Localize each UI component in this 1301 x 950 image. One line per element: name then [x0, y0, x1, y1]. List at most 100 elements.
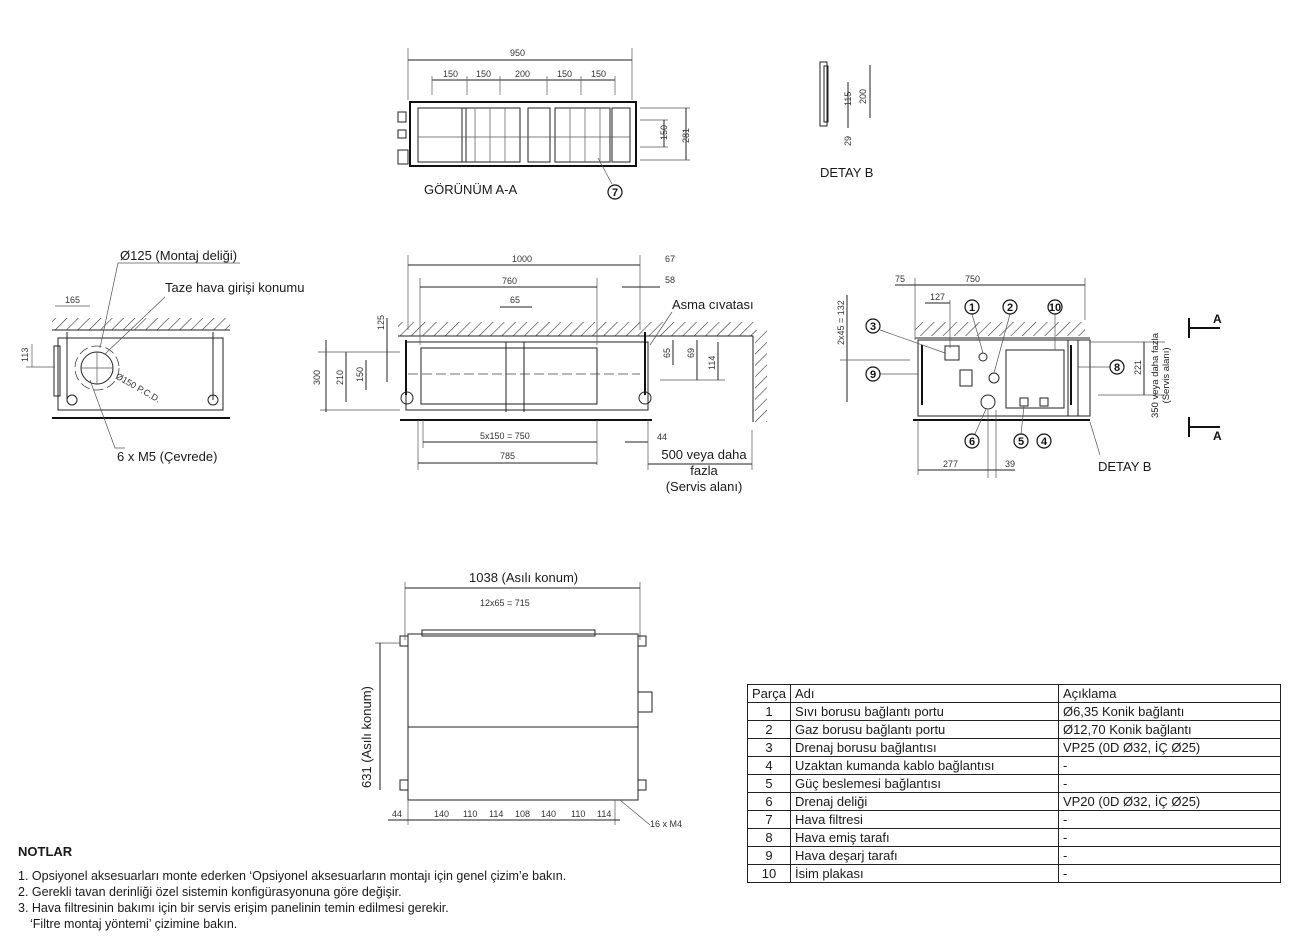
screws-m4-label: 16 x M4 — [650, 819, 682, 829]
balloon-7-label: 7 — [612, 187, 618, 199]
dim-12x65: 12x65 = 715 — [480, 598, 530, 608]
bdim-4: 114 — [489, 809, 503, 819]
cell: - — [1057, 846, 1282, 865]
cell: Ø6,35 Konik bağlantı — [1057, 702, 1282, 721]
cell: Güç beslemesi bağlantısı — [789, 774, 1059, 793]
mounting-hole-label: Ø125 (Montaj deliği) — [120, 248, 238, 263]
note-2: 2. Gerekli tavan derinliği özel sistemin… — [18, 885, 402, 899]
cell: Drenaj borusu bağlantısı — [789, 738, 1059, 757]
bottom-width-label: 1038 (Asılı konum) — [469, 570, 579, 585]
dim-760: 760 — [502, 276, 517, 286]
cell: 7 — [747, 810, 791, 829]
balloon-9: 9 — [870, 369, 876, 381]
cell: 2 — [747, 720, 791, 739]
dim-sub-1: 150 — [443, 69, 458, 79]
balloon-4: 4 — [1041, 436, 1048, 448]
bdim-3: 110 — [463, 809, 477, 819]
dim-300: 300 — [312, 370, 322, 385]
cell: Uzaktan kumanda kablo bağlantısı — [789, 756, 1059, 775]
cell: 8 — [747, 828, 791, 847]
dim-1000: 1000 — [512, 254, 532, 264]
cell: VP25 (0D Ø32, İÇ Ø25) — [1057, 738, 1282, 757]
cell: 3 — [747, 738, 791, 757]
cell: 1 — [747, 702, 791, 721]
dim-67: 67 — [665, 254, 675, 264]
cell: Hava deşarj tarafı — [789, 846, 1059, 865]
service-line-2: fazla — [690, 463, 718, 478]
cell: - — [1057, 864, 1282, 883]
cell: 5 — [747, 774, 791, 793]
detail-b-callout: DETAY B — [1098, 459, 1152, 474]
section-mark-a-top: A — [1213, 312, 1222, 326]
balloon-5: 5 — [1018, 436, 1024, 448]
cell: İsim plakası — [789, 864, 1059, 883]
dim-2x45: 2x45 = 132 — [836, 300, 846, 345]
cell: Gaz borusu bağlantı portu — [789, 720, 1059, 739]
cell: Hava filtresi — [789, 810, 1059, 829]
header-name: Adı — [789, 684, 1059, 703]
dim-39: 39 — [1005, 459, 1015, 469]
right-service-label: 350 veya daha fazla (Servis alanı) — [1150, 333, 1172, 418]
dim-750: 750 — [965, 274, 980, 284]
note-3-cont: ‘Filtre montaj yöntemi’ çizimine bakın. — [30, 917, 238, 931]
bdim-6: 140 — [541, 809, 556, 819]
cell: 9 — [747, 846, 791, 865]
detail-dim-200: 200 — [858, 89, 868, 104]
cell: - — [1057, 774, 1282, 793]
side-right-view: 75 750 127 2x45 = 132 221 A A 277 39 1 2… — [836, 274, 1222, 478]
view-aa-title: GÖRÜNÜM A-A — [424, 182, 518, 197]
dim-r69: 69 — [686, 348, 696, 358]
bottom-height-label: 631 (Asılı konum) — [359, 686, 374, 788]
detail-b-title: DETAY B — [820, 165, 874, 180]
dim-210: 210 — [335, 370, 345, 385]
note-3: 3. Hava filtresinin bakımı için bir serv… — [18, 901, 449, 915]
service-line-3: (Servis alanı) — [665, 479, 743, 494]
dim-sub-2: 150 — [476, 69, 491, 79]
bottom-view: 12x65 = 715 44 140 110 114 108 140 110 1… — [375, 582, 682, 829]
balloon-10: 10 — [1049, 302, 1061, 314]
header-part: Parça — [747, 684, 791, 703]
cell: Sıvı borusu bağlantı portu — [789, 702, 1059, 721]
detail-dim-115: 115 — [843, 92, 853, 106]
dim-r114: 114 — [707, 356, 717, 370]
balloon-3: 3 — [870, 321, 876, 333]
balloon-8: 8 — [1114, 362, 1120, 374]
view-aa: 950 150 150 200 150 150 150 281 7 — [397, 48, 691, 200]
dim-127: 127 — [930, 292, 945, 302]
front-view: 1000 67 760 58 65 300 210 150 125 65 69 … — [312, 254, 767, 470]
cell: Hava emiş tarafı — [789, 828, 1059, 847]
cell: VP20 (0D Ø32, İÇ Ø25) — [1057, 792, 1282, 811]
dim-65: 65 — [510, 295, 520, 305]
header-desc: Açıklama — [1057, 684, 1282, 703]
dim-right-inner: 150 — [659, 125, 669, 140]
cell: Drenaj deliği — [789, 792, 1059, 811]
service-line-1: 500 veya daha — [661, 447, 747, 462]
balloon-6: 6 — [969, 436, 975, 448]
detail-dim-29: 29 — [843, 136, 853, 146]
right-service-line-1: 350 veya daha fazla — [1150, 332, 1161, 418]
dim-277: 277 — [943, 459, 958, 469]
cell: - — [1057, 828, 1282, 847]
dim-right-outer: 281 — [681, 128, 691, 143]
dim-sub-5: 150 — [591, 69, 606, 79]
cell: - — [1057, 756, 1282, 775]
dim-113: 113 — [20, 348, 30, 362]
dim-r65: 65 — [662, 348, 672, 358]
dim-sub-4: 150 — [557, 69, 572, 79]
balloon-1: 1 — [969, 302, 975, 314]
hanging-bolt-label: Asma cıvatası — [672, 297, 754, 312]
balloon-7 — [607, 184, 623, 200]
dim-125: 125 — [376, 315, 386, 330]
detail-b: 115 29 200 — [819, 61, 871, 146]
